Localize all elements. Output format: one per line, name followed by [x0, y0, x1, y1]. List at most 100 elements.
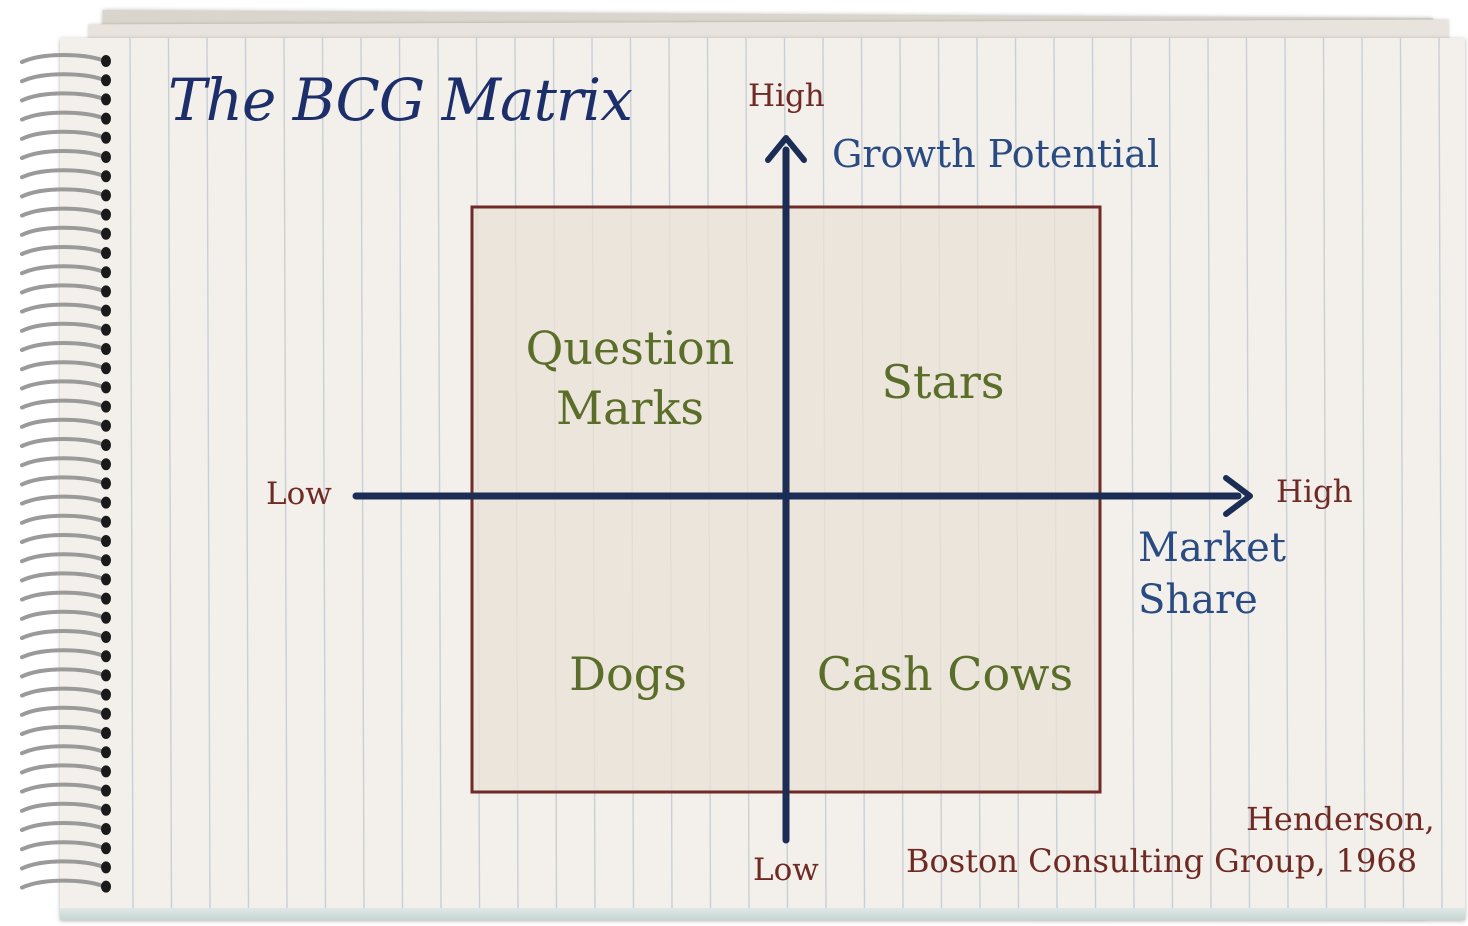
binding-hole: [101, 515, 111, 528]
binding-hole: [101, 554, 111, 567]
ruled-line: [129, 38, 134, 909]
ruled-line: [167, 38, 173, 909]
spiral-coil: [20, 91, 104, 103]
binding-hole: [101, 631, 111, 643]
spiral-coil: [20, 533, 104, 544]
binding-hole: [101, 535, 111, 547]
binding-hole: [101, 93, 111, 106]
binding-hole: [101, 611, 111, 624]
binding-hole: [101, 727, 111, 739]
spiral-coil: [20, 475, 104, 487]
binding-hole: [101, 746, 111, 759]
credit-source: Boston Consulting Group, 1968: [906, 842, 1418, 880]
spiral-coil: [20, 782, 104, 794]
spiral-coil: [20, 341, 104, 352]
spiral-coil: [20, 225, 104, 237]
spiral-coil: [20, 609, 104, 621]
quadrant-stars: Stars: [881, 355, 1005, 409]
spiral-coil: [20, 552, 104, 564]
binding-hole: [101, 823, 111, 835]
spiral-coil: [20, 302, 104, 314]
binding-hole: [101, 477, 111, 490]
growth-axis-title: Growth Potential: [832, 132, 1160, 176]
growth-axis-arrowhead: [765, 135, 807, 163]
ruled-line: [1361, 38, 1366, 909]
spiral-coil: [20, 283, 104, 295]
spiral-coil: [20, 360, 104, 372]
spiral-coil: [20, 187, 104, 199]
ruled-line: [1399, 38, 1405, 909]
page-bottom-edge: [60, 908, 1465, 920]
spiral-coil: [20, 398, 104, 410]
spiral-coil: [20, 648, 104, 660]
spiral-coil: [20, 494, 104, 506]
spiral-coil: [20, 667, 104, 679]
spiral-coil: [20, 321, 104, 333]
binding-hole: [101, 669, 111, 682]
spiral-binding: [20, 53, 111, 893]
growth-axis-high-label: High: [748, 78, 825, 114]
spiral-coil: [20, 149, 104, 160]
binding-hole: [101, 707, 111, 720]
binding-hole: [101, 381, 111, 394]
binding-hole: [101, 592, 111, 605]
ruled-line: [206, 38, 211, 909]
ruled-line: [283, 38, 288, 909]
binding-hole: [101, 266, 111, 279]
quadrant-question-marks: Question Marks: [525, 321, 735, 435]
binding-hole: [101, 784, 111, 797]
spiral-coil: [20, 417, 104, 429]
share-axis-high-label: High: [1276, 474, 1353, 510]
binding-hole: [101, 55, 111, 67]
spiral-coil: [20, 629, 104, 640]
quadrant-cash-cows: Cash Cows: [816, 647, 1074, 701]
binding-hole: [101, 74, 111, 87]
ruled-line: [1207, 38, 1212, 909]
binding-hole: [101, 439, 111, 451]
binding-hole: [101, 131, 111, 144]
spiral-coil: [20, 53, 104, 64]
credit-author: Henderson,: [1246, 800, 1435, 838]
binding-hole: [101, 419, 111, 432]
binding-hole: [101, 151, 111, 163]
spiral-coil: [20, 590, 104, 602]
ruled-line: [1245, 38, 1251, 909]
share-axis-title: Market Share: [1138, 525, 1286, 623]
binding-hole: [101, 285, 111, 298]
spiral-coil: [20, 129, 104, 141]
ruled-line: [244, 38, 250, 909]
binding-hole: [101, 861, 111, 874]
spiral-coil: [20, 686, 104, 698]
spiral-coil: [20, 206, 104, 218]
binding-hole: [101, 304, 111, 317]
spiral-coil: [20, 379, 104, 391]
spiral-coil: [20, 821, 104, 832]
spiral-coil: [20, 245, 104, 256]
binding-hole: [101, 112, 111, 125]
spiral-coil: [20, 763, 104, 775]
quadrant-dogs: Dogs: [569, 647, 687, 701]
spiral-coil: [20, 571, 104, 583]
ruled-line: [1168, 38, 1174, 909]
share-axis-low-label: Low: [266, 476, 332, 512]
ruled-line: [1130, 38, 1135, 909]
spiral-coil: [20, 801, 104, 813]
binding-hole: [101, 880, 111, 893]
share-axis-arrowhead: [1223, 475, 1253, 517]
spiral-coil: [20, 705, 104, 717]
binding-hole: [101, 208, 111, 221]
binding-hole: [101, 323, 111, 336]
diagram-title: The BCG Matrix: [168, 66, 633, 134]
binding-hole: [101, 189, 111, 202]
binding-hole: [101, 343, 111, 355]
binding-hole: [101, 573, 111, 586]
spiral-coil: [20, 168, 104, 180]
spiral-coil: [20, 840, 104, 852]
spiral-coil: [20, 110, 104, 122]
spiral-coil: [20, 725, 104, 736]
spiral-coil: [20, 859, 104, 871]
binding-hole: [101, 803, 111, 816]
binding-hole: [101, 362, 111, 375]
